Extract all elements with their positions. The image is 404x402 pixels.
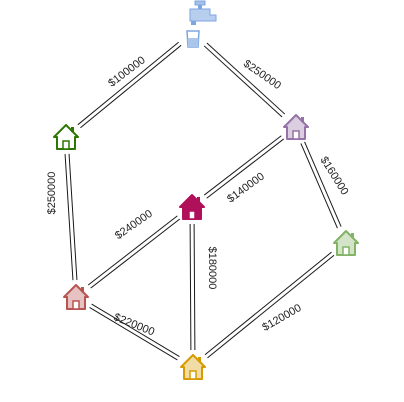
pipe-line bbox=[300, 143, 338, 229]
pipe-edge-green-dark-red bbox=[64, 153, 78, 281]
pipe-edge-purple-green-light bbox=[300, 141, 342, 229]
house-icon bbox=[283, 114, 309, 140]
pipe-line bbox=[91, 303, 180, 357]
pipe-edge-purple-magenta bbox=[203, 135, 285, 199]
diagram-nodes bbox=[53, 0, 359, 380]
pipe-line bbox=[64, 154, 74, 281]
pipe-line bbox=[206, 42, 286, 115]
pipe-edge-water-green-dark bbox=[77, 41, 182, 129]
house-icon bbox=[53, 124, 79, 150]
pipe-edge-red-orange bbox=[89, 303, 180, 361]
pipe-line bbox=[90, 218, 181, 289]
pipe-line bbox=[207, 254, 335, 359]
cost-labels: $100000$250000$250000$140000$160000$2400… bbox=[46, 54, 351, 338]
pipe-line bbox=[203, 45, 283, 118]
pipe-connections bbox=[64, 41, 342, 361]
pipe-line bbox=[77, 41, 179, 126]
edge-cost-label: $250000 bbox=[241, 58, 283, 92]
water-tap-icon bbox=[186, 0, 217, 48]
pipe-line bbox=[204, 251, 332, 356]
pipe-edge-magenta-red bbox=[87, 215, 181, 289]
edge-cost-label: $160000 bbox=[318, 155, 351, 198]
pipe-line bbox=[68, 153, 78, 280]
edge-cost-label: $140000 bbox=[225, 170, 267, 205]
pipe-edge-water-purple bbox=[203, 42, 286, 118]
pipe-edge-magenta-orange bbox=[189, 223, 196, 351]
pipe-line bbox=[87, 215, 178, 286]
pipe-line bbox=[80, 44, 182, 129]
house-icon bbox=[333, 230, 359, 256]
pipe-line bbox=[189, 224, 192, 351]
house-icon bbox=[63, 284, 89, 310]
pipe-line bbox=[304, 141, 342, 227]
pipe-line bbox=[193, 223, 196, 350]
edge-cost-label: $180000 bbox=[206, 247, 218, 290]
house-icon bbox=[180, 354, 206, 380]
edge-cost-label: $120000 bbox=[260, 302, 303, 334]
pipe-line bbox=[203, 135, 282, 196]
edge-cost-label: $240000 bbox=[113, 208, 155, 242]
house-icon bbox=[179, 194, 205, 220]
pipe-line bbox=[206, 138, 285, 199]
pipe-line bbox=[89, 307, 178, 361]
edge-cost-label: $250000 bbox=[46, 172, 58, 215]
pipe-edge-green-light-orange bbox=[204, 251, 335, 359]
